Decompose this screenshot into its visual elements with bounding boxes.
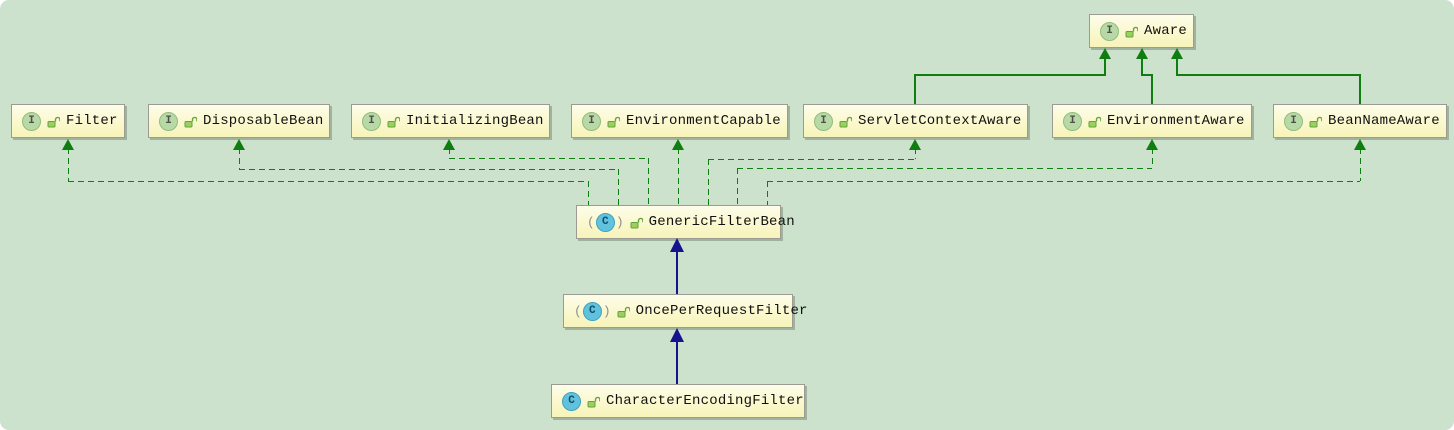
implements-arrowhead bbox=[233, 139, 245, 150]
node-label: CharacterEncodingFilter bbox=[606, 393, 804, 409]
open-lock-icon bbox=[1088, 116, 1101, 127]
open-lock-icon bbox=[617, 306, 630, 317]
node-label: Aware bbox=[1144, 23, 1188, 39]
edge-implements-servlet-context-aware bbox=[708, 159, 915, 160]
edge-extends-once-per-request-filter-generic-filter-bean bbox=[676, 251, 678, 294]
open-lock-icon bbox=[184, 116, 197, 127]
node-label: Filter bbox=[66, 113, 118, 129]
extends-class-arrowhead bbox=[670, 238, 684, 252]
interface-icon: I bbox=[159, 111, 178, 131]
edge-implements-disposable-bean bbox=[239, 169, 619, 170]
interface-icon: I bbox=[582, 111, 601, 131]
edge-extends-environment-aware-aware bbox=[1141, 74, 1153, 76]
class-icon: C bbox=[595, 212, 615, 232]
implements-arrowhead bbox=[62, 139, 74, 150]
implements-arrowhead bbox=[1354, 139, 1366, 150]
edge-extends-bean-name-aware-aware bbox=[1359, 74, 1361, 104]
edge-implements-initializing-bean bbox=[449, 158, 649, 159]
extends-class-arrowhead bbox=[670, 328, 684, 342]
edge-implements-environment-aware bbox=[737, 168, 1152, 169]
edge-implements-filter bbox=[588, 181, 589, 205]
node-once-per-request-filter[interactable]: ( C ) OncePerRequestFilter bbox=[563, 294, 807, 328]
open-lock-icon bbox=[387, 116, 400, 127]
abstract-paren: ( bbox=[587, 214, 595, 230]
open-lock-icon bbox=[839, 116, 852, 127]
edge-implements-environment-aware bbox=[737, 168, 738, 205]
interface-icon: I bbox=[1100, 21, 1119, 41]
node-label: DisposableBean bbox=[203, 113, 324, 129]
edge-implements-servlet-context-aware bbox=[915, 148, 916, 159]
edge-implements-bean-name-aware bbox=[767, 181, 1360, 182]
edge-extends-environment-aware-aware bbox=[1151, 74, 1153, 104]
edge-extends-servlet-context-aware-aware bbox=[1104, 57, 1106, 76]
node-label: InitializingBean bbox=[406, 113, 544, 129]
interface-icon: I bbox=[362, 111, 381, 131]
edge-implements-initializing-bean bbox=[449, 148, 450, 158]
node-label: EnvironmentCapable bbox=[626, 113, 781, 129]
node-character-encoding-filter[interactable]: C CharacterEncodingFilter bbox=[551, 384, 805, 418]
extends-arrowhead bbox=[1099, 48, 1111, 59]
node-disposable-bean[interactable]: I DisposableBean bbox=[148, 104, 330, 138]
node-environment-aware[interactable]: I EnvironmentAware bbox=[1052, 104, 1252, 138]
edge-implements-servlet-context-aware bbox=[708, 159, 709, 205]
abstract-paren: ( bbox=[574, 303, 582, 319]
abstract-paren: ) bbox=[602, 303, 611, 319]
edge-extends-bean-name-aware-aware bbox=[1176, 74, 1361, 76]
extends-arrowhead bbox=[1171, 48, 1183, 59]
open-lock-icon bbox=[1309, 116, 1322, 127]
abstract-paren: ) bbox=[615, 214, 624, 230]
node-bean-name-aware[interactable]: I BeanNameAware bbox=[1273, 104, 1447, 138]
extends-arrowhead bbox=[1136, 48, 1148, 59]
implements-arrowhead bbox=[909, 139, 921, 150]
open-lock-icon bbox=[587, 396, 600, 407]
edge-implements-disposable-bean bbox=[618, 169, 619, 205]
node-label: EnvironmentAware bbox=[1107, 113, 1245, 129]
interface-icon: I bbox=[1063, 111, 1082, 131]
node-label: OncePerRequestFilter bbox=[635, 303, 808, 319]
edge-implements-filter bbox=[68, 148, 69, 181]
open-lock-icon bbox=[47, 116, 60, 127]
edge-extends-environment-aware-aware bbox=[1141, 57, 1143, 76]
class-icon: C bbox=[562, 391, 581, 411]
node-label: BeanNameAware bbox=[1328, 113, 1440, 129]
interface-icon: I bbox=[1284, 111, 1303, 131]
node-generic-filter-bean[interactable]: ( C ) GenericFilterBean bbox=[576, 205, 795, 239]
implements-arrowhead bbox=[1146, 139, 1158, 150]
class-icon: C bbox=[582, 301, 602, 321]
edge-extends-servlet-context-aware-aware bbox=[914, 74, 916, 104]
edge-implements-bean-name-aware bbox=[1360, 148, 1361, 181]
node-filter[interactable]: I Filter bbox=[11, 104, 125, 138]
node-aware[interactable]: I Aware bbox=[1089, 14, 1194, 48]
edge-implements-filter bbox=[68, 181, 589, 182]
edge-implements-environment-capable bbox=[678, 148, 679, 205]
node-servlet-context-aware[interactable]: I ServletContextAware bbox=[803, 104, 1028, 138]
open-lock-icon bbox=[1125, 26, 1138, 37]
node-environment-capable[interactable]: I EnvironmentCapable bbox=[571, 104, 788, 138]
implements-arrowhead bbox=[672, 139, 684, 150]
abstract-class-icon: ( C ) bbox=[587, 212, 624, 232]
edge-extends-servlet-context-aware-aware bbox=[914, 74, 1106, 76]
node-label: GenericFilterBean bbox=[648, 214, 795, 230]
node-label: ServletContextAware bbox=[858, 113, 1022, 129]
edge-implements-initializing-bean bbox=[648, 158, 649, 205]
interface-icon: I bbox=[814, 111, 833, 131]
node-initializing-bean[interactable]: I InitializingBean bbox=[351, 104, 550, 138]
edge-implements-environment-aware bbox=[1152, 148, 1153, 168]
implements-arrowhead bbox=[443, 139, 455, 150]
edge-extends-character-encoding-filter-once-per-request-filter bbox=[676, 341, 678, 384]
edge-implements-disposable-bean bbox=[239, 148, 240, 169]
open-lock-icon bbox=[630, 217, 643, 228]
interface-icon: I bbox=[22, 111, 41, 131]
abstract-class-icon: ( C ) bbox=[574, 301, 611, 321]
edge-extends-bean-name-aware-aware bbox=[1176, 57, 1178, 76]
edge-implements-bean-name-aware bbox=[767, 181, 768, 205]
open-lock-icon bbox=[607, 116, 620, 127]
